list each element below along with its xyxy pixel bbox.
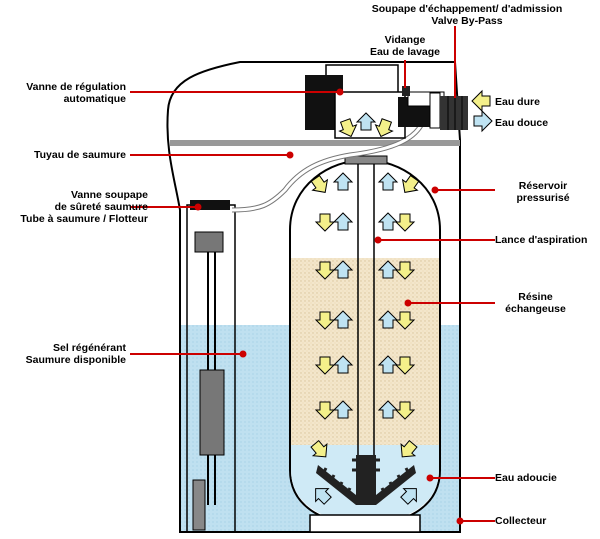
riser-tube [357, 164, 375, 470]
pressure-tank-label-line2: pressurisé [516, 192, 570, 204]
soft-water-arrow [473, 109, 493, 133]
brine-pipe-label: Tuyau de saumure [34, 149, 126, 161]
brine-well [186, 200, 236, 533]
salt-label-line1: Sel régénérant [53, 342, 126, 354]
resin-label-line2: échangeuse [505, 303, 566, 315]
leader-lines [130, 26, 495, 525]
collector-label: Collecteur [495, 515, 547, 527]
salt-label: Sel régénérant Saumure disponible [2, 342, 126, 366]
control-valve-label-line2: automatique [63, 93, 126, 105]
riser-tube-label: Lance d'aspiration [495, 234, 588, 246]
resin-bed [291, 258, 439, 445]
bypass-valve [429, 92, 441, 129]
hard-water-label: Eau dure [495, 96, 540, 108]
drain-label-line1: Vidange [384, 34, 426, 46]
safety-valve-label: Vanne soupape de sûreté saumure Tube à s… [0, 189, 148, 225]
bypass-valve-label: Soupape d'échappement/ d'admission Valve… [342, 3, 592, 27]
soft-water-bottom-label: Eau adoucie [495, 472, 557, 484]
drain-port [402, 86, 410, 96]
control-valve-label: Vanne de régulation automatique [2, 81, 126, 105]
pressure-tank-label: Réservoir pressurisé [488, 180, 598, 204]
hard-water-arrow [471, 89, 491, 113]
drain-label-line2: Eau de lavage [369, 46, 441, 58]
tank-base [309, 514, 421, 533]
collector-distributor [316, 455, 416, 505]
drain-label: Vidange Eau de lavage [360, 34, 450, 58]
bypass-valve-label-line2: Valve By-Pass [431, 15, 503, 27]
flow-arrows [307, 89, 493, 508]
safety-valve-label-line3: Tube à saumure / Flotteur [20, 213, 148, 225]
resin-label: Résine échangeuse [488, 291, 583, 315]
soft-water-label: Eau douce [495, 117, 549, 129]
salt-label-line2: Saumure disponible [25, 354, 126, 366]
resin-label-line1: Résine [518, 291, 553, 303]
safety-valve-label-line2: de sûreté saumure [54, 201, 148, 213]
safety-valve-label-line1: Vanne soupape [70, 189, 148, 201]
control-valve-label-line1: Vanne de régulation [26, 81, 126, 93]
bypass-valve-label-line1: Soupape d'échappement/ d'admission [371, 3, 563, 15]
pressure-tank-label-line1: Réservoir [518, 180, 568, 192]
